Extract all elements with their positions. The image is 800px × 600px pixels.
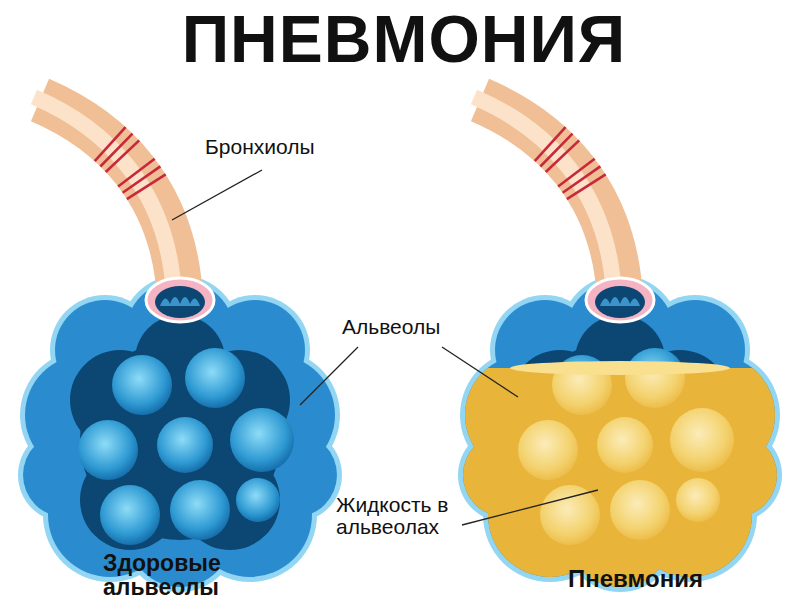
part-label: Бронхиолы <box>205 136 315 158</box>
leader-line <box>172 170 262 220</box>
leader-line <box>462 490 598 525</box>
part-label: Альвеолы <box>342 316 440 338</box>
caption-label: Здоровые альвеолы <box>103 551 233 599</box>
part-label: Жидкость в альвеолах <box>336 494 458 538</box>
diagram-title: ПНЕВМОНИЯ <box>4 6 800 72</box>
caption-label: Пневмония <box>568 566 703 591</box>
leader-line <box>300 347 358 405</box>
leader-line <box>442 347 518 397</box>
